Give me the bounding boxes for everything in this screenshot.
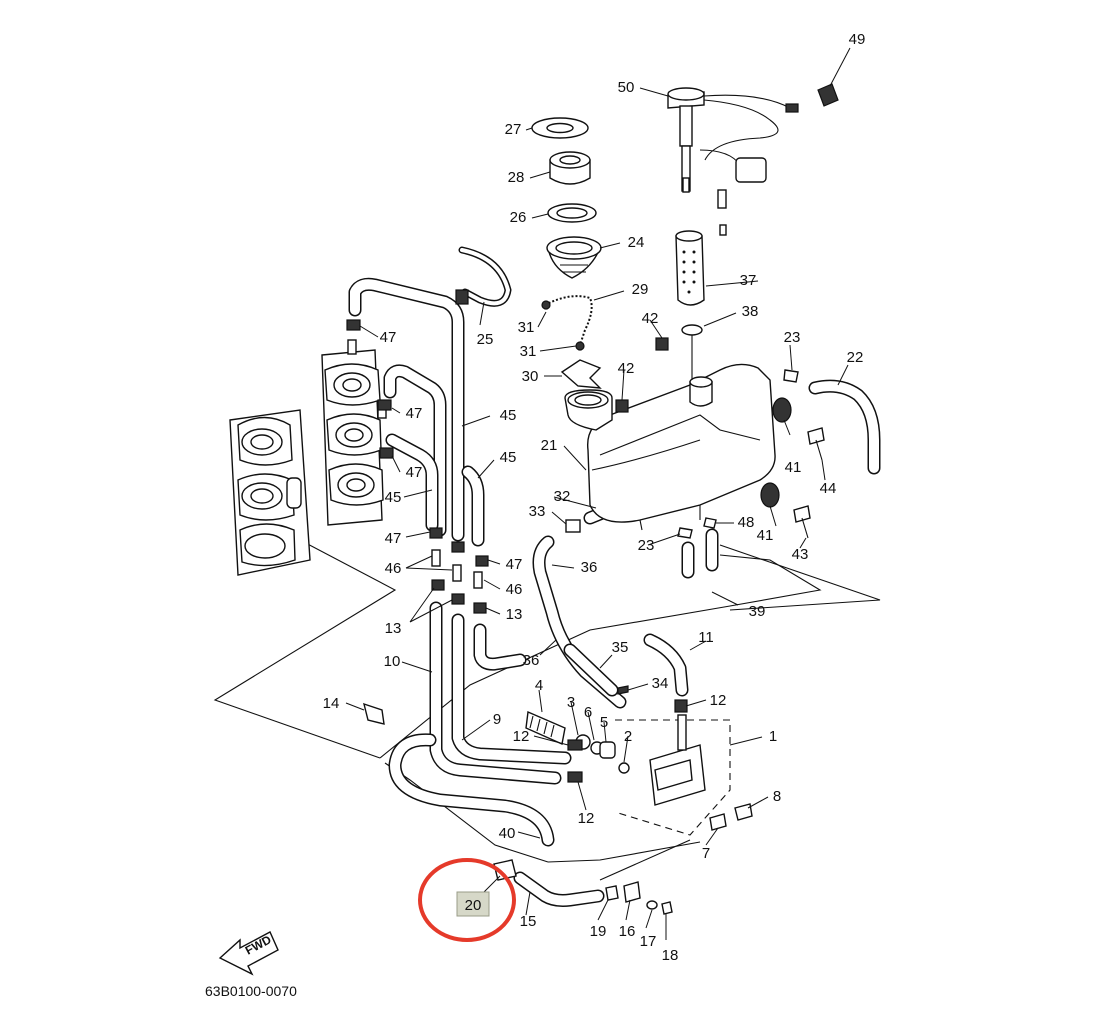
callout-33: 33 <box>529 503 546 520</box>
callout-36: 36 <box>523 652 540 669</box>
callout-9: 9 <box>493 711 501 728</box>
callout-23: 23 <box>638 537 655 554</box>
callout-42: 42 <box>642 310 659 327</box>
callout-35: 35 <box>612 639 629 656</box>
callout-22: 22 <box>847 349 864 366</box>
callout-47: 47 <box>385 530 402 547</box>
callout-45: 45 <box>385 489 402 506</box>
callout-45: 45 <box>500 407 517 424</box>
callout-39: 39 <box>749 603 766 620</box>
callout-32: 32 <box>554 488 571 505</box>
callout-31: 31 <box>520 343 537 360</box>
hoses <box>348 277 881 907</box>
callout-46: 46 <box>385 560 402 577</box>
callout-13: 13 <box>385 620 402 637</box>
callout-3: 3 <box>567 694 575 711</box>
callout-31: 31 <box>518 319 535 336</box>
callout-16: 16 <box>619 923 636 940</box>
callout-29: 29 <box>632 281 649 298</box>
highlight-circle <box>418 858 516 942</box>
callout-labels: 4950272826243738293131302542422322474747… <box>323 31 866 964</box>
callout-38: 38 <box>742 303 759 320</box>
callout-24: 24 <box>628 234 645 251</box>
callout-36: 36 <box>581 559 598 576</box>
callout-14: 14 <box>323 695 340 712</box>
callout-41: 41 <box>757 527 774 544</box>
callout-49: 49 <box>849 31 866 48</box>
callout-13: 13 <box>506 606 523 623</box>
fwd-arrow-icon: FWD <box>218 931 279 976</box>
callout-43: 43 <box>792 546 809 563</box>
callout-42: 42 <box>618 360 635 377</box>
oil-tank <box>564 363 776 531</box>
callout-40: 40 <box>499 825 516 842</box>
highlighted-callout-label: 20 <box>465 897 482 914</box>
callout-46: 46 <box>506 581 523 598</box>
callout-12: 12 <box>710 692 727 709</box>
drawing-code: 63B0100-0070 <box>205 983 297 999</box>
oil-pump-assembly <box>525 685 753 836</box>
strap-and-chain <box>455 246 602 389</box>
callout-26: 26 <box>510 209 527 226</box>
callout-30: 30 <box>522 368 539 385</box>
callout-18: 18 <box>662 947 679 964</box>
carburetor-assembly-rear <box>229 409 311 576</box>
callout-47: 47 <box>406 405 423 422</box>
part-37-float-tube <box>675 235 705 306</box>
callout-21: 21 <box>541 437 558 454</box>
callout-12: 12 <box>578 810 595 827</box>
callout-47: 47 <box>380 329 397 346</box>
callout-50: 50 <box>618 79 635 96</box>
callout-28: 28 <box>508 169 525 186</box>
callout-6: 6 <box>584 704 592 721</box>
callout-45: 45 <box>500 449 517 466</box>
callout-2: 2 <box>624 728 632 745</box>
callout-23: 23 <box>784 329 801 346</box>
callout-34: 34 <box>652 675 669 692</box>
callout-7: 7 <box>702 845 710 862</box>
callout-48: 48 <box>738 514 755 531</box>
callout-4: 4 <box>535 677 543 694</box>
callout-47: 47 <box>406 464 423 481</box>
small-fittings <box>346 83 839 725</box>
lower-fittings <box>493 859 673 915</box>
callout-17: 17 <box>640 933 657 950</box>
part-30-retainer <box>560 359 602 389</box>
callout-5: 5 <box>600 714 608 731</box>
callout-10: 10 <box>384 653 401 670</box>
callout-47: 47 <box>506 556 523 573</box>
callout-8: 8 <box>773 788 781 805</box>
callout-27: 27 <box>505 121 522 138</box>
callout-1: 1 <box>769 728 777 745</box>
callout-12: 12 <box>513 728 530 745</box>
highlight-box <box>456 891 490 917</box>
callout-44: 44 <box>820 480 837 497</box>
filler-cap-parts <box>531 117 602 279</box>
oil-level-sensor <box>667 87 799 380</box>
callout-11: 11 <box>698 629 714 646</box>
leader-lines <box>345 47 851 940</box>
callout-37: 37 <box>740 272 757 289</box>
carburetor-assembly-front <box>321 339 387 526</box>
callout-15: 15 <box>520 913 537 930</box>
callout-41: 41 <box>785 459 802 476</box>
callout-19: 19 <box>590 923 607 940</box>
callout-25: 25 <box>477 331 494 348</box>
part-38-grommet <box>681 324 703 336</box>
